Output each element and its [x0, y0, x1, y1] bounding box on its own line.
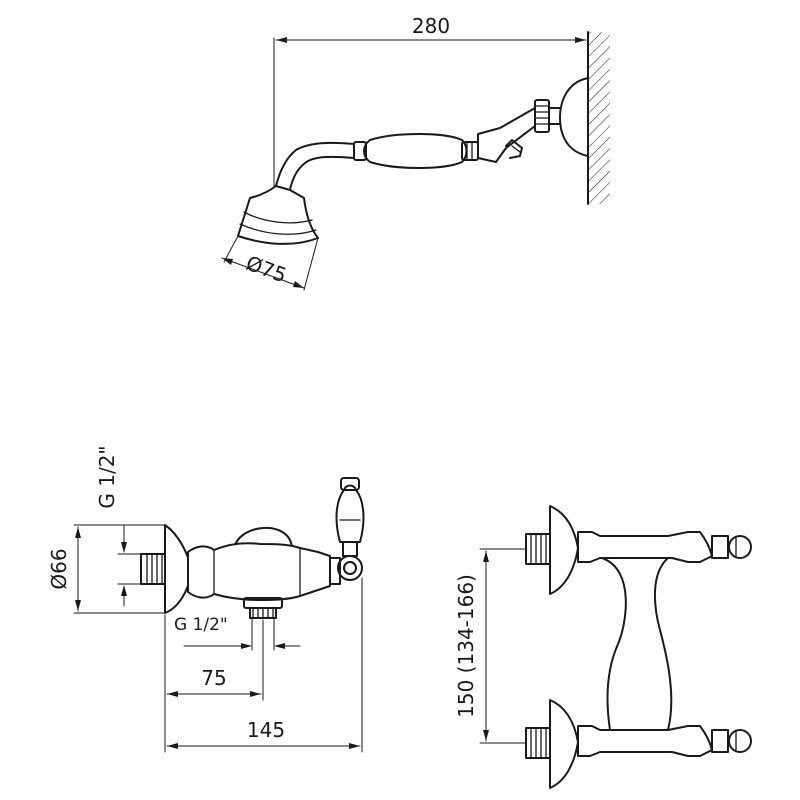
- inlet-thread: [140, 553, 166, 585]
- mixer-front-view: 150 (134-166): [454, 505, 752, 789]
- upper-inlet: [525, 505, 752, 595]
- outlet-offset-label: 75: [201, 666, 226, 690]
- mixer-handle: [329, 477, 365, 585]
- head-diameter-label: Ø75: [243, 251, 290, 288]
- mixer-connector-body: [601, 557, 673, 731]
- hand-shower-handle: [353, 133, 479, 169]
- hand-shower-view: 280 Ø75: [221, 14, 610, 291]
- centre-distance-label: 150 (134-166): [454, 574, 478, 718]
- shower-outlet: [243, 597, 283, 651]
- lower-inlet: [525, 699, 752, 789]
- wall-hatch: [587, 31, 610, 205]
- wall-bracket: [477, 77, 589, 163]
- width-dimension: 280: [273, 14, 587, 189]
- outlet-offset-dimension: 75: [164, 614, 264, 753]
- inlet-thread-label: G 1/2": [95, 445, 119, 508]
- valve-dome: [233, 526, 293, 551]
- total-depth-label: 145: [247, 718, 285, 742]
- width-dimension-label: 280: [412, 14, 450, 38]
- centre-distance-dimension: 150 (134-166): [454, 548, 527, 744]
- hand-shower-neck: [275, 141, 355, 191]
- shower-head: [237, 185, 319, 245]
- body-diameter-label: Ø66: [47, 548, 71, 589]
- outlet-thread-dimension: G 1/2": [174, 615, 301, 649]
- body-diameter-dimension: Ø66: [47, 524, 166, 614]
- outlet-thread-label: G 1/2": [174, 615, 228, 635]
- total-depth-dimension: 145: [166, 577, 363, 753]
- mixer-body: [187, 542, 331, 601]
- inlet-thread-dimension: G 1/2": [95, 445, 142, 607]
- mixer-side-view: G 1/2" Ø66 G 1/2" 75: [47, 445, 365, 753]
